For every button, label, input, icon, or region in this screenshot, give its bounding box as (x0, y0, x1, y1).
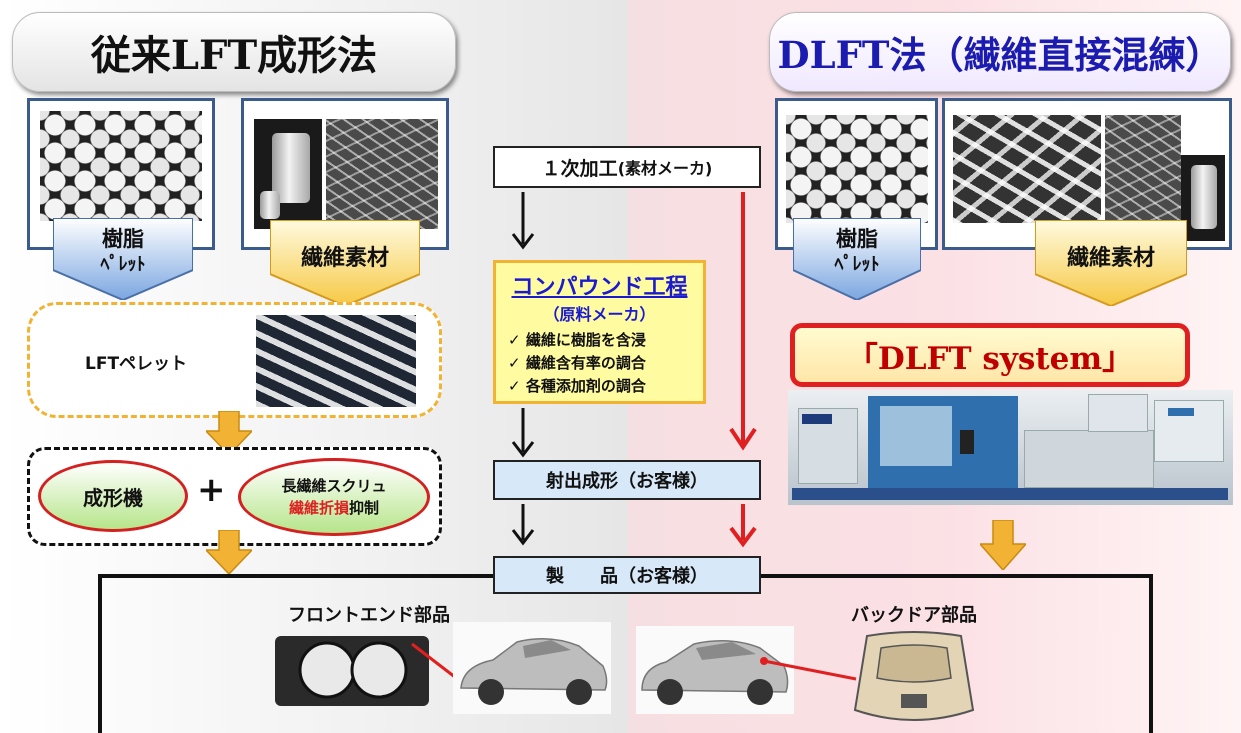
left-fiber-arrow (270, 220, 420, 306)
car-rear-image (636, 626, 794, 714)
back-part-pointer (760, 657, 857, 681)
screw-label-black: 抑制 (349, 499, 380, 517)
molding-machine-oval: 成形機 (38, 460, 188, 532)
dlft-system-banner: 「DLFT system」 (790, 323, 1190, 387)
check-item-3: ✓ 各種添加剤の調合 (508, 377, 646, 395)
left-resin-label-2: ﾍﾟﾚｯﾄ (100, 254, 146, 275)
right-resin-frame (775, 98, 938, 250)
compound-process-box: コンパウンド工程 （原料メーカ） ✓ 繊維に樹脂を含浸 ✓ 繊維含有率の調合 ✓… (493, 260, 706, 404)
lft-pellet-photo (256, 315, 416, 407)
left-resin-arrow (53, 218, 193, 300)
fiber-strands-photo (326, 119, 438, 229)
check-item-1: ✓ 繊維に樹脂を含浸 (508, 331, 646, 349)
center-down-arrow-1 (511, 192, 535, 250)
products-box (98, 574, 1153, 733)
right-down-arrow (980, 520, 1026, 570)
car-front-image (453, 622, 611, 714)
front-end-part-label: フロントエンド部品 (288, 605, 450, 626)
compound-checklist: ✓ 繊維に樹脂を含浸 ✓ 繊維含有率の調合 ✓ 各種添加剤の調合 (508, 329, 646, 398)
left-fiber-label: 繊維素材 (300, 246, 389, 271)
product-box: 製 品（お客様） (493, 556, 761, 594)
red-down-arrow-2 (729, 504, 757, 548)
primary-processing-box: １次加工(素材メーカ) (493, 146, 761, 188)
lft-pellet-box: LFTペレット (27, 302, 442, 418)
injection-molding-box: 射出成形（お客様） (493, 460, 761, 500)
right-title: DLFT法（繊維直接混練） (769, 12, 1231, 92)
back-door-part-image (851, 630, 977, 728)
right-resin-pellet-photo (786, 115, 928, 223)
back-door-part-label: バックドア部品 (851, 605, 977, 626)
right-fiber-label: 繊維素材 (1066, 246, 1155, 271)
screw-label-1: 長繊維スクリュ (281, 477, 387, 495)
right-spool-photo (1181, 155, 1225, 241)
molding-machine-label: 成形機 (83, 485, 143, 510)
right-fiber-strands-photo (1105, 115, 1181, 223)
screw-label-red: 繊維折損 (288, 499, 349, 517)
right-resin-label-2: ﾍﾟﾚｯﾄ (834, 254, 880, 275)
compound-title: コンパウンド工程 (511, 275, 688, 300)
direct-red-arrow (729, 192, 757, 451)
plus-sign: + (197, 470, 226, 510)
step1-label: １次加工 (541, 157, 618, 180)
front-end-part-image (271, 628, 433, 712)
right-resin-arrow (793, 218, 921, 300)
long-fiber-screw-oval: 長繊維スクリュ 繊維折損抑制 (238, 458, 430, 536)
chopped-fiber-photo (953, 115, 1101, 223)
right-fiber-arrow (1035, 220, 1187, 306)
left-down-arrow-1 (206, 411, 252, 455)
center-down-arrow-3 (511, 504, 535, 546)
fiber-spool-photo (254, 119, 322, 229)
step1-note: (素材メーカ) (617, 159, 713, 178)
dlft-machine-image (788, 390, 1233, 505)
left-resin-label-1: 樹脂 (102, 227, 144, 251)
lft-pellet-label: LFTペレット (85, 354, 188, 374)
machine-screw-box: 成形機 + 長繊維スクリュ 繊維折損抑制 (27, 447, 442, 546)
resin-pellet-photo (40, 111, 202, 221)
check-item-2: ✓ 繊維含有率の調合 (508, 354, 646, 372)
left-down-arrow-2 (206, 530, 252, 574)
center-down-arrow-2 (511, 408, 535, 458)
compound-sub: （原料メーカ） (543, 305, 656, 324)
left-title: 従来LFT成形法 (12, 12, 456, 92)
right-resin-label-1: 樹脂 (836, 227, 878, 251)
